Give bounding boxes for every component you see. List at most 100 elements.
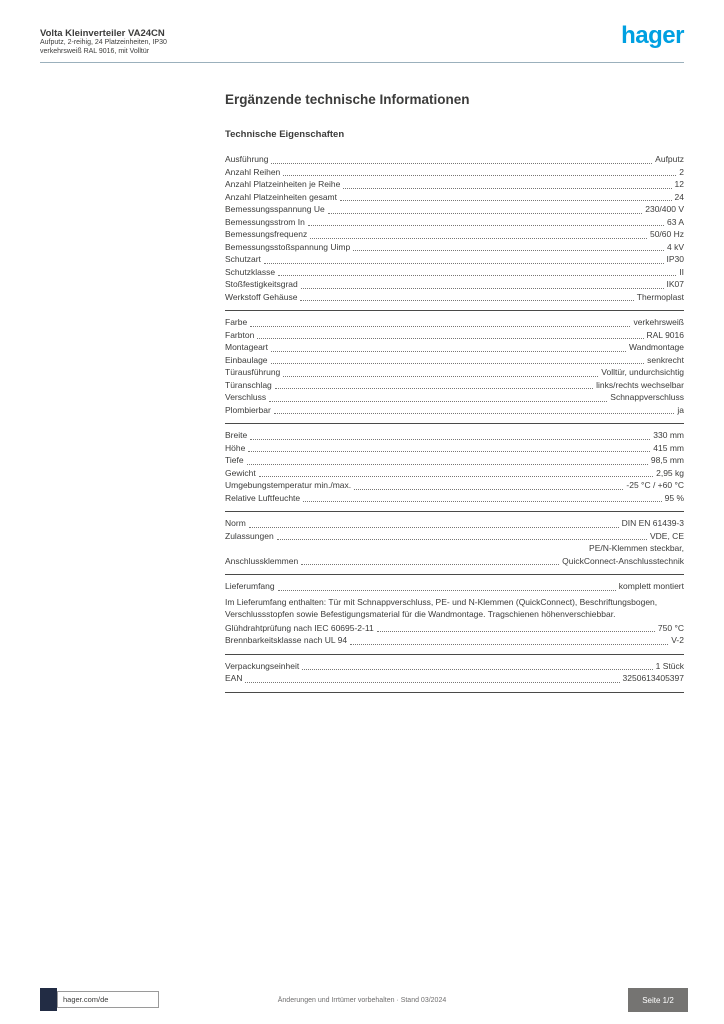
- spec-value: 95 %: [664, 492, 684, 503]
- spec-label: Anzahl Platzeinheiten je Reihe: [225, 179, 341, 189]
- spec-value: Wandmontage: [629, 342, 684, 352]
- dotted-leader: [257, 338, 644, 339]
- spec-value: V-2: [671, 635, 684, 645]
- dotted-leader: [353, 250, 664, 251]
- spec-label: Stoßfestigkeitsgrad: [225, 279, 298, 289]
- dotted-leader: [270, 363, 645, 364]
- spec-label: Anzahl Platzeinheiten gesamt: [225, 191, 337, 202]
- dotted-leader: [327, 212, 643, 214]
- dotted-leader: [250, 325, 631, 327]
- footer-brand-mark: [40, 988, 57, 1011]
- spec-label: Verschluss: [225, 392, 267, 402]
- spec-value: 2: [679, 166, 684, 177]
- dotted-leader: [274, 388, 594, 389]
- dotted-leader: [248, 526, 619, 528]
- spec-row: Montageart Wandmontage: [225, 341, 684, 354]
- dotted-leader: [283, 375, 599, 377]
- footer-page-badge: Seite 1/2: [628, 988, 688, 1012]
- spec-label: Tiefe: [225, 455, 244, 465]
- dotted-leader: [276, 539, 647, 540]
- spec-value: 750 °C: [657, 622, 684, 633]
- spec-label: Farbe: [225, 317, 248, 327]
- spec-row: Verschluss Schnappverschluss: [225, 391, 684, 404]
- spec-value: IP30: [666, 254, 685, 264]
- spec-label: Schutzklasse: [225, 266, 276, 277]
- spec-label: Türausführung: [225, 367, 281, 377]
- dotted-leader: [354, 488, 624, 490]
- spec-row: Verpackungseinheit 1 Stück: [225, 660, 684, 673]
- dotted-leader: [310, 237, 647, 239]
- dotted-leader: [343, 187, 672, 189]
- spec-value: verkehrsweiß: [633, 317, 684, 327]
- footer-legal-text: Änderungen und Irrtümer vorbehalten · St…: [277, 997, 447, 1004]
- spec-value: VDE, CE: [649, 530, 684, 541]
- spec-row: Anschlussklemmen PE/N-Klemmen steckbar, Q…: [225, 542, 684, 567]
- spec-label: Verpackungseinheit: [225, 660, 300, 671]
- spec-label: Höhe: [225, 442, 246, 453]
- spec-value: 230/400 V: [645, 204, 684, 214]
- spec-label: Relative Luftfeuchte: [225, 492, 301, 503]
- spec-value: PE/N-Klemmen steckbar, QuickConnect-Ansc…: [562, 543, 684, 566]
- dotted-leader: [271, 162, 653, 164]
- spec-label: Montageart: [225, 342, 268, 352]
- spec-value: 50/60 Hz: [649, 229, 684, 239]
- spec-label: Breite: [225, 430, 248, 440]
- spec-row: Relative Luftfeuchte 95 %: [225, 492, 684, 505]
- spec-value: Schnappverschluss: [610, 392, 684, 402]
- dotted-leader: [263, 262, 664, 264]
- spec-value: Volltür, undurchsichtig: [601, 367, 684, 377]
- dotted-leader: [301, 564, 560, 565]
- spec-label: Türanschlag: [225, 379, 272, 390]
- spec-label: Norm: [225, 518, 246, 528]
- spec-value: -25 °C / +60 °C: [626, 480, 684, 490]
- header-divider: [40, 62, 684, 63]
- spec-row: Umgebungstemperatur min./max. -25 °C / +6…: [225, 479, 684, 492]
- spec-row: Glühdrahtprüfung nach IEC 60695-2-11 750 …: [225, 622, 684, 635]
- section-heading: Technische Eigenschaften: [225, 129, 345, 140]
- spec-row: Werkstoff Gehäuse Thermoplast: [225, 291, 684, 304]
- dotted-leader: [246, 463, 648, 465]
- spec-value: 3250613405397: [622, 673, 684, 683]
- spec-value: 4 kV: [666, 241, 684, 252]
- dotted-leader: [248, 451, 651, 452]
- spec-label: Lieferumfang: [225, 581, 275, 591]
- spec-row: Bemessungsstoßspannung Uimp 4 kV: [225, 241, 684, 254]
- spec-note: Im Lieferumfang enthalten: Tür mit Schna…: [225, 596, 658, 619]
- footer-website-link[interactable]: hager.com/de: [57, 991, 159, 1008]
- spec-label: Bemessungsstoßspannung Uimp: [225, 241, 351, 252]
- spec-label: Glühdrahtprüfung nach IEC 60695-2-11: [225, 622, 374, 633]
- spec-label: Werkstoff Gehäuse: [225, 291, 298, 302]
- spec-row: Türausführung Volltür, undurchsichtig: [225, 366, 684, 379]
- spec-label: Anschlussklemmen: [225, 555, 299, 566]
- dotted-leader: [283, 175, 677, 176]
- spec-row: Stoßfestigkeitsgrad IK07: [225, 278, 684, 291]
- product-subtitle: Aufputz, 2-reihig, 24 Platzeinheiten, IP…: [40, 39, 167, 46]
- spec-value: 1 Stück: [655, 660, 684, 671]
- spec-label: Anzahl Reihen: [225, 166, 281, 177]
- spec-value: Aufputz: [655, 154, 684, 164]
- spec-label: Umgebungstemperatur min./max.: [225, 480, 352, 490]
- spec-value: IK07: [666, 279, 685, 289]
- spec-value: 2,95 kg: [656, 467, 684, 478]
- spec-value: Thermoplast: [636, 291, 684, 302]
- dotted-leader: [300, 300, 634, 301]
- spec-label: Bemessungsfrequenz: [225, 229, 308, 239]
- spec-value: komplett montiert: [618, 581, 684, 591]
- dotted-leader: [307, 225, 664, 226]
- spec-value: ja: [677, 404, 684, 415]
